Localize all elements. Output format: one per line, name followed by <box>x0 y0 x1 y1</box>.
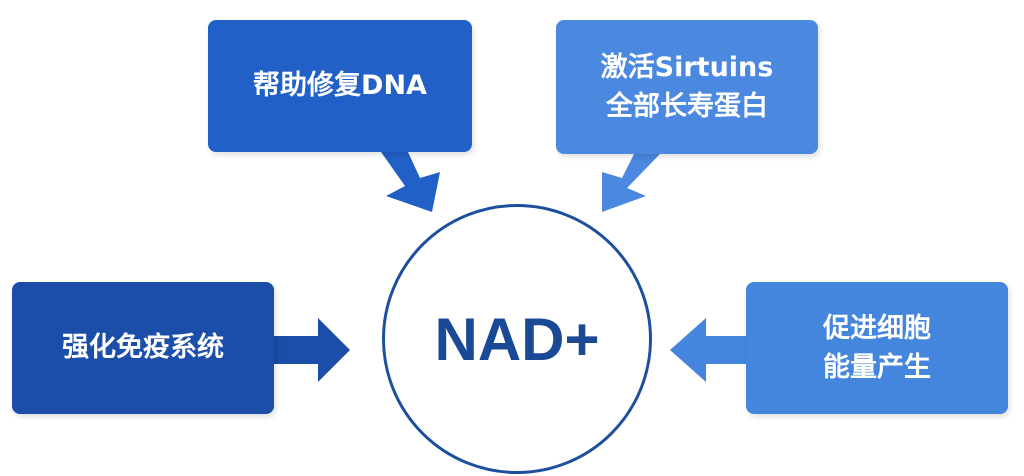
box-repair-dna-label: 帮助修复DNA <box>253 70 427 102</box>
box-cell-energy-line2: 能量产生 <box>823 352 931 383</box>
arrow-immune-to-center <box>274 318 350 382</box>
box-activate-sirtuins: 激活Sirtuins 全部长寿蛋白 <box>556 20 818 154</box>
box-strengthen-immune-label: 强化免疫系统 <box>62 332 224 364</box>
arrow-energy-to-center <box>670 318 746 382</box>
box-activate-sirtuins-line1: 激活Sirtuins <box>600 51 774 83</box>
box-activate-sirtuins-line2: 全部长寿蛋白 <box>606 91 768 122</box>
box-strengthen-immune: 强化免疫系统 <box>12 282 274 414</box>
box-cell-energy: 促进细胞 能量产生 <box>746 282 1008 414</box>
arrow-dna-to-center <box>381 152 440 212</box>
center-label: NAD+ <box>434 305 600 373</box>
box-repair-dna: 帮助修复DNA <box>208 20 472 152</box>
arrow-sirtuins-to-center <box>602 154 660 212</box>
box-cell-energy-line1: 促进细胞 <box>823 312 931 344</box>
center-circle: NAD+ <box>382 204 652 474</box>
